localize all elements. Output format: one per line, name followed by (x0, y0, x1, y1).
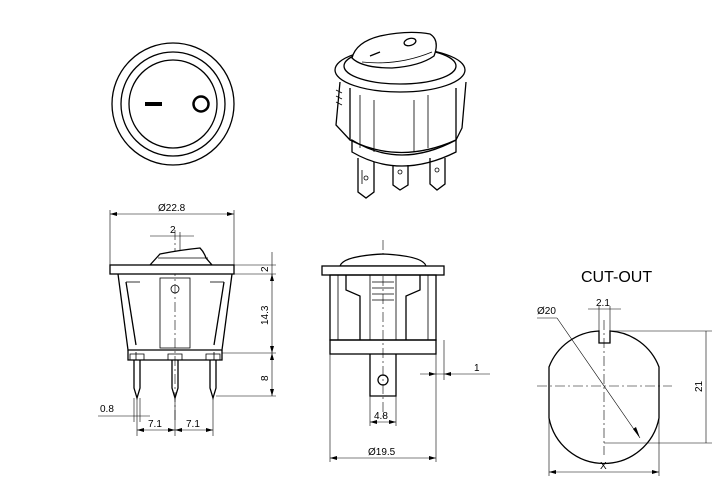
svg-text:Ø22.8: Ø22.8 (158, 203, 186, 214)
svg-text:14.3: 14.3 (260, 305, 271, 325)
cutout-title: CUT-OUT (581, 269, 652, 286)
front-pivot-hole (170, 284, 180, 294)
cutout-view: CUT-OUT Ø20 2.1 21 X (537, 269, 712, 476)
svg-text:1: 1 (474, 363, 480, 374)
cutout-outline (548, 330, 660, 465)
iso-terminal-left (357, 158, 375, 199)
svg-text:Ø20: Ø20 (537, 306, 556, 317)
svg-text:21: 21 (694, 380, 705, 392)
svg-text:4.8: 4.8 (374, 411, 388, 422)
on-symbol (192, 95, 210, 113)
side-terminal-hole (377, 374, 389, 386)
svg-text:8: 8 (260, 375, 271, 381)
front-dimensions: Ø22.8 2 2 14.3 8 0.8 7.1 7.1 (98, 203, 276, 436)
iso-terminal-mid (392, 165, 409, 191)
svg-text:Ø19.5: Ø19.5 (368, 447, 396, 458)
svg-text:0.8: 0.8 (100, 404, 114, 415)
svg-text:2: 2 (260, 266, 271, 272)
svg-text:7.1: 7.1 (186, 419, 200, 430)
side-dimensions: 1 4.8 Ø19.5 (329, 340, 490, 462)
svg-text:X: X (600, 461, 607, 472)
off-symbol (145, 102, 162, 106)
svg-text:7.1: 7.1 (148, 419, 162, 430)
side-view (321, 240, 445, 420)
iso-terminal-right (429, 158, 446, 191)
isometric-view (334, 31, 467, 199)
svg-text:2.1: 2.1 (596, 298, 610, 309)
top-view (111, 42, 235, 166)
svg-text:2: 2 (170, 225, 176, 236)
front-view (109, 230, 235, 420)
